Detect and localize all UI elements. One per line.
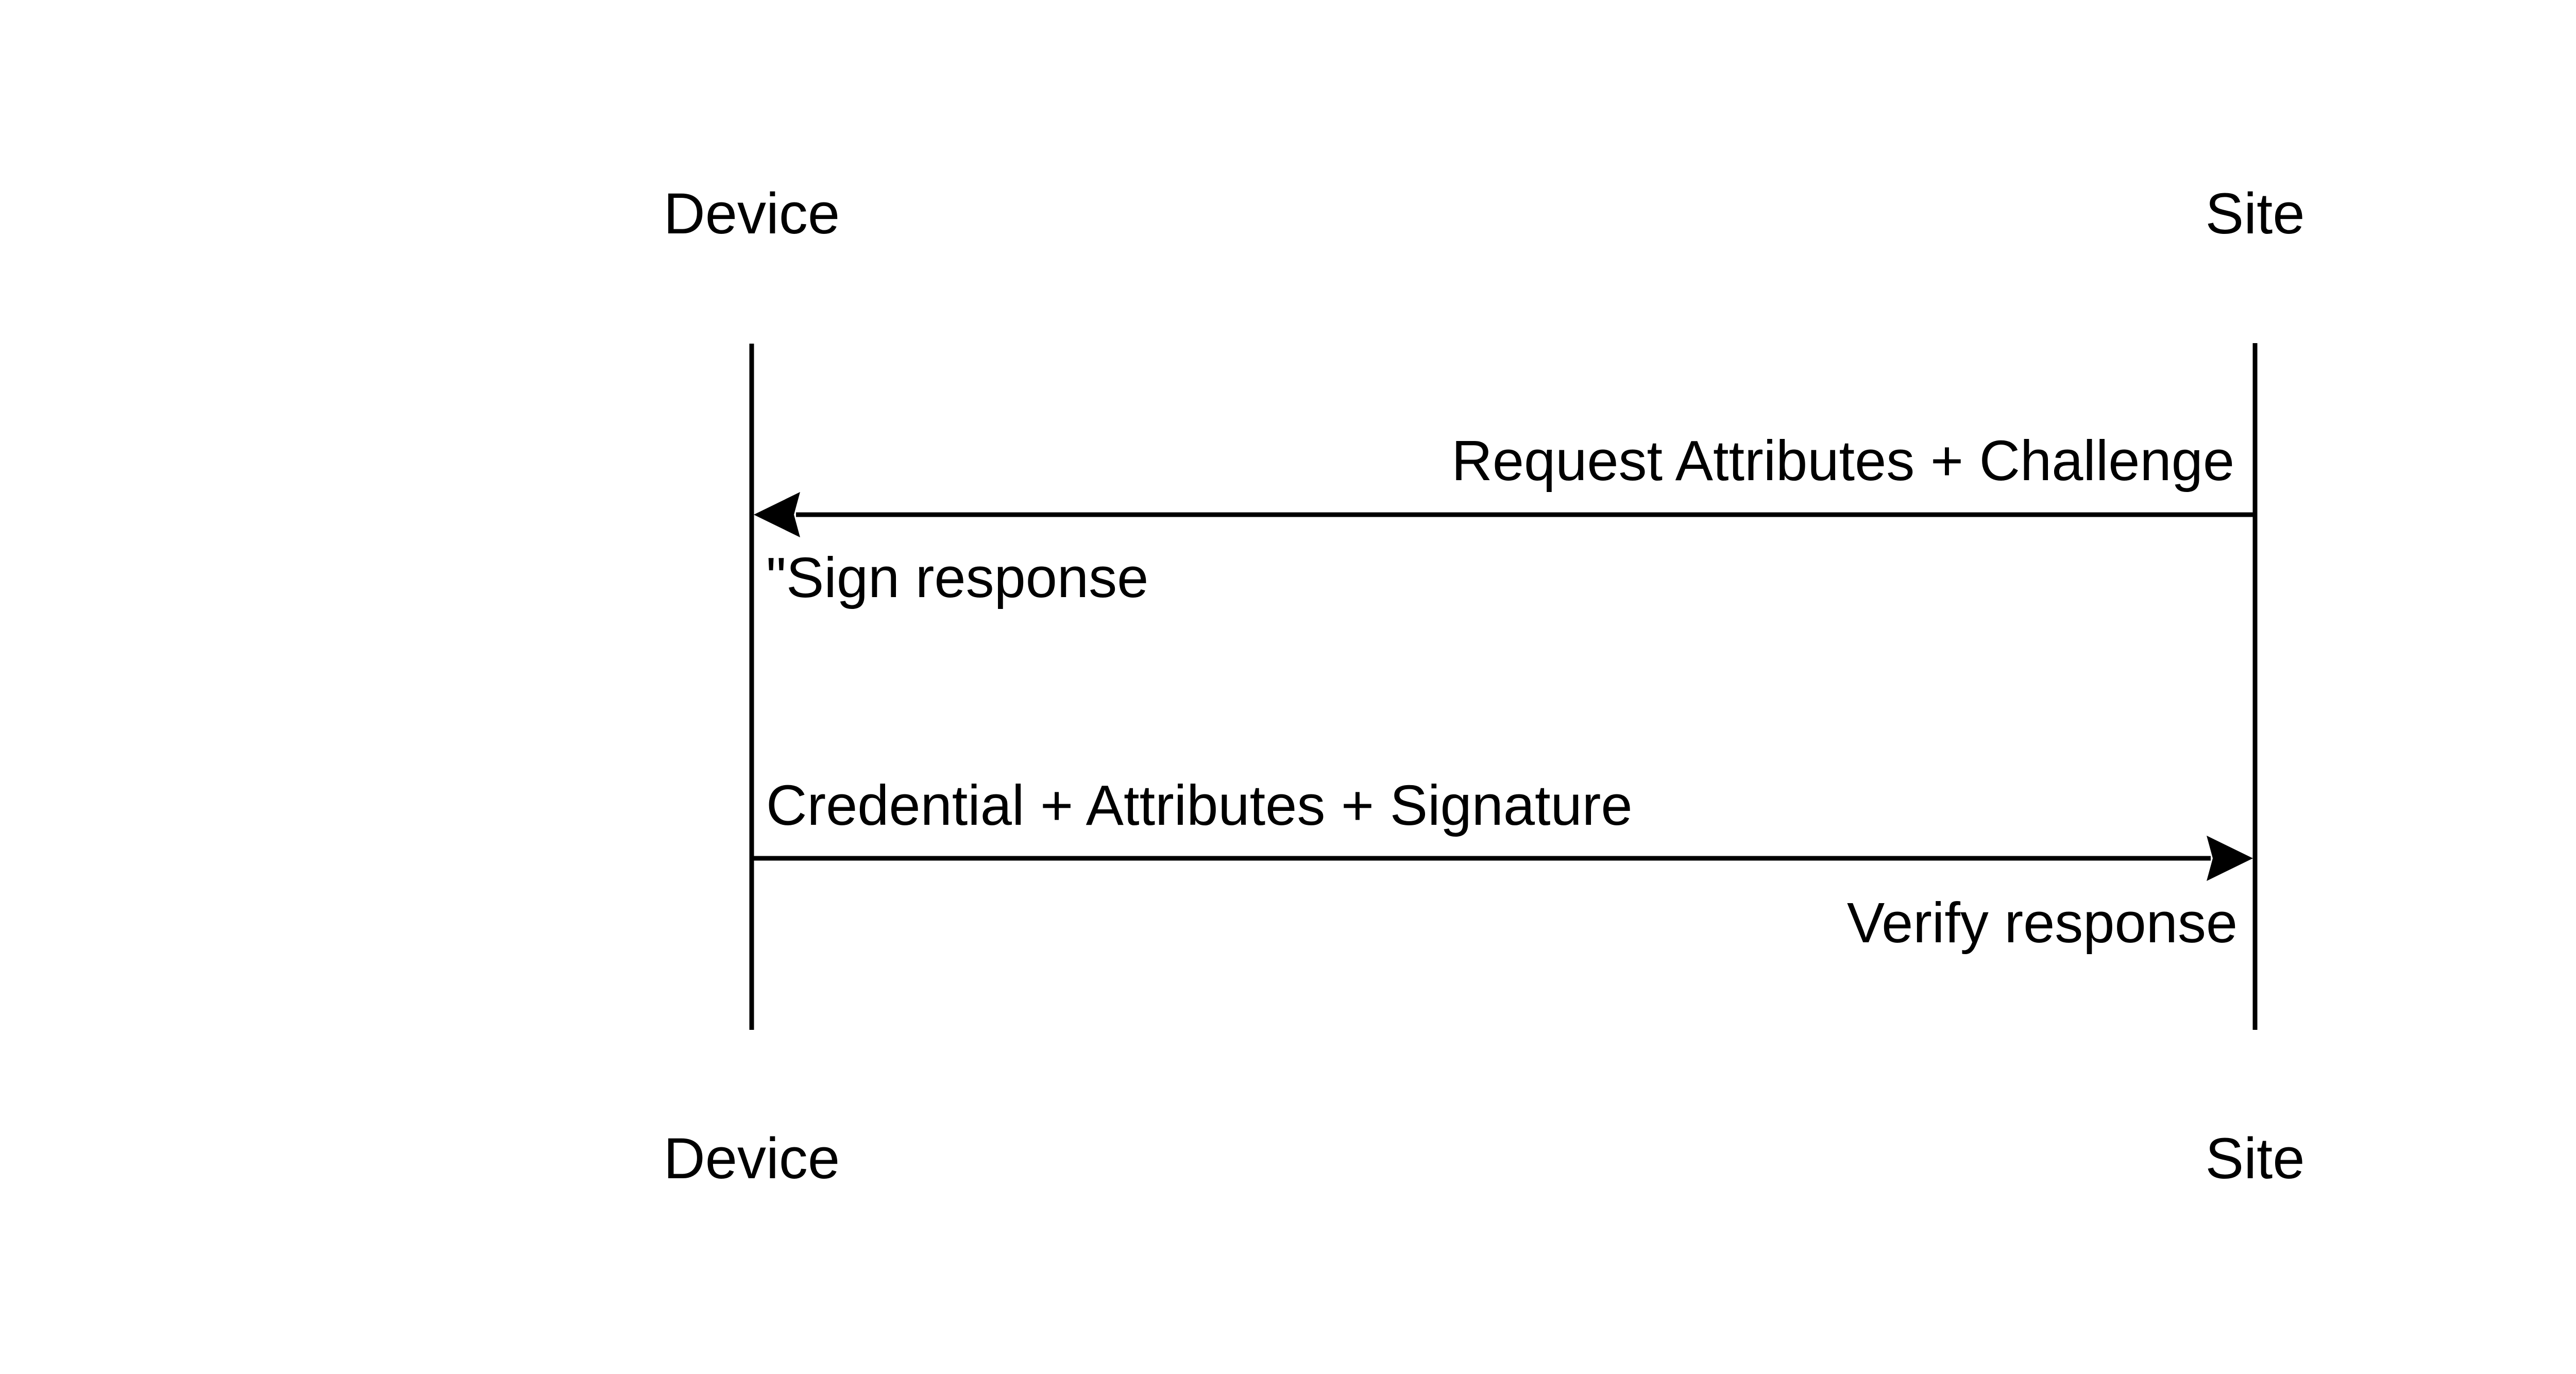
message-1-label: Request Attributes + Challenge [1451,429,2234,493]
message-2-arrowhead-icon [2207,836,2253,881]
note-sign-response-label: "Sign response [766,546,1149,609]
participant-site-top-label: Site [2205,181,2305,246]
participant-device-bottom-label: Device [663,1126,840,1191]
note-verify-response-label: Verify response [1846,891,2238,955]
message-1-arrowhead-icon [754,492,800,537]
message-2-label: Credential + Attributes + Signature [766,774,1633,837]
participant-device-top-label: Device [663,181,840,246]
participant-site-bottom-label: Site [2205,1126,2305,1191]
